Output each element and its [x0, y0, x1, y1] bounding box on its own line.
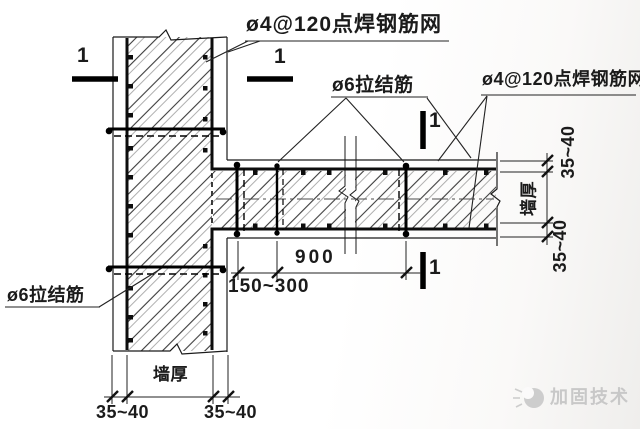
- dim-35-40-bottom-right: 35~40: [204, 402, 258, 422]
- masonry-hatch: [128, 37, 496, 351]
- tie-bars: [105, 127, 410, 275]
- label-welded-mesh-top: ø4@120点焊钢筋网: [246, 13, 443, 36]
- section-label-h-top: 1: [429, 109, 441, 132]
- welded-mesh-lines: [125, 38, 496, 350]
- dim-35-40-bottom-left: 35~40: [96, 402, 150, 422]
- leader-lines: [5, 40, 636, 308]
- watermark-logo-icon: [513, 387, 544, 408]
- label-tie-bar-bottom: ø6拉结筋: [7, 285, 85, 305]
- section-label-right: 1: [274, 45, 286, 68]
- section-label-h-bottom: 1: [429, 256, 441, 279]
- dim-150-300: 150~300: [228, 276, 310, 297]
- dim-35-40-right-top: 35~40: [558, 125, 578, 179]
- label-welded-mesh-right: ø4@120点焊钢筋网: [482, 69, 640, 89]
- section-label-left: 1: [77, 44, 89, 67]
- wall-outline: [112, 28, 501, 355]
- label-tie-bar-top: ø6拉结筋: [332, 75, 414, 96]
- dim-wall-thickness-right: 墙厚: [519, 181, 539, 216]
- dim-wall-thickness-bottom: 墙厚: [153, 365, 188, 384]
- dim-900: 900: [295, 247, 336, 268]
- mesh-weld-ticks: [128, 55, 489, 343]
- dimension-ticks: [106, 154, 554, 403]
- dim-35-40-right-bottom: 35~40: [550, 219, 570, 273]
- section-cut-marks: [72, 76, 426, 289]
- watermark-text: 加固技术: [550, 387, 630, 407]
